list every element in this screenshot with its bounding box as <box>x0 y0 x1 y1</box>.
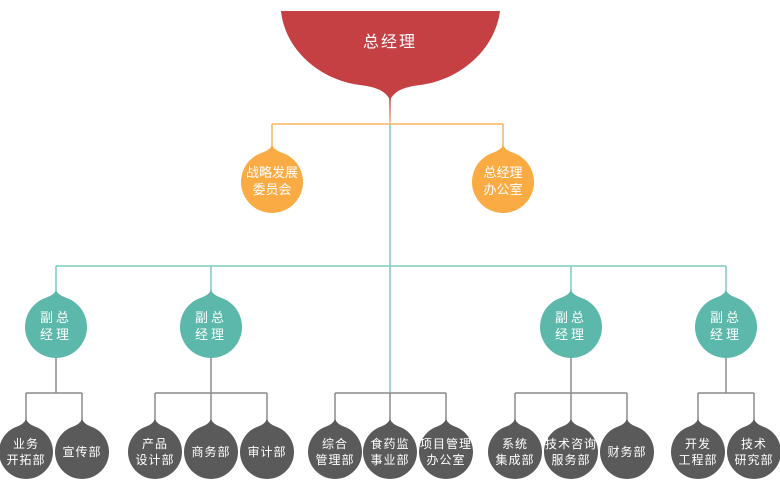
dept-node-shape <box>128 419 182 479</box>
staff-node-shape <box>240 145 303 213</box>
root-node-general-manager: 总经理 <box>330 30 450 54</box>
dept-node-line: 审计部 <box>247 445 287 459</box>
vice-node-deputy-manager: 副总经理 <box>543 307 599 347</box>
nodes <box>0 11 780 480</box>
dept-node: 财务部 <box>602 434 652 470</box>
vice-node-deputy-manager-line: 副总 <box>39 311 72 326</box>
dept-node-line: 研究部 <box>734 453 774 467</box>
root-node-general-manager-line: 总经理 <box>362 32 417 51</box>
dept-node-shape <box>670 419 725 479</box>
vice-node-deputy-manager-line: 经理 <box>554 328 587 343</box>
staff-node-line: 委员会 <box>252 183 292 198</box>
dept-node-shape <box>363 419 417 479</box>
dept-node: 宣传部 <box>57 434 107 470</box>
dept-node-shape <box>599 419 655 479</box>
dept-node-line: 食药监 <box>370 437 410 451</box>
vice-node-deputy-manager: 副总经理 <box>698 307 754 347</box>
dept-node-line: 管理部 <box>315 453 355 467</box>
dept-node-line: 集成部 <box>495 453 535 467</box>
dept-node-shape <box>184 419 238 479</box>
vice-node-deputy-manager-line: 副总 <box>709 311 742 326</box>
dept-node: 产品设计部 <box>130 434 180 470</box>
staff-node: 总经理办公室 <box>471 162 535 202</box>
dept-node-shape <box>0 419 53 480</box>
dept-node-line: 综合 <box>321 437 348 451</box>
dept-node-line: 办公室 <box>426 453 466 467</box>
dept-node-line: 工程部 <box>678 453 718 467</box>
vice-node-shape <box>24 290 87 358</box>
vice-node-deputy-manager: 副总经理 <box>28 307 84 347</box>
root-stem <box>389 96 391 124</box>
dept-node: 食药监事业部 <box>365 434 415 470</box>
staff-node-line: 办公室 <box>483 183 523 198</box>
dept-node-shape <box>487 419 542 479</box>
staff-node-line: 总经理 <box>483 166 523 181</box>
dept-node: 业务开拓部 <box>1 434 51 470</box>
dept-node-shape <box>727 419 780 480</box>
vice-node-deputy-manager-line: 副总 <box>194 311 227 326</box>
dept-node-shape <box>240 419 294 479</box>
staff-node-shape <box>471 145 534 213</box>
root-node-shape <box>281 11 500 100</box>
dept-node-line: 产品 <box>141 437 168 451</box>
connector-lines <box>25 96 755 421</box>
staff-node: 战略发展委员会 <box>240 162 304 202</box>
dept-node: 开发工程部 <box>673 434 723 470</box>
dept-node: 系统集成部 <box>490 434 540 470</box>
vice-node-deputy-manager-line: 经理 <box>39 328 72 343</box>
dept-node-line: 技术 <box>740 437 767 451</box>
dept-node: 技术研究部 <box>729 434 779 470</box>
dept-node: 项目管理办公室 <box>419 434 473 470</box>
dept-node-line: 商务部 <box>191 445 231 459</box>
dept-node-line: 项目管理 <box>419 437 472 451</box>
dept-node-shape <box>544 419 598 479</box>
dept-node-shape <box>418 419 474 479</box>
dept-node-line: 业务 <box>12 437 39 451</box>
dept-node-line: 设计部 <box>135 453 175 467</box>
dept-node: 商务部 <box>186 434 236 470</box>
dept-node-line: 宣传部 <box>62 445 102 459</box>
dept-node: 审计部 <box>242 434 292 470</box>
staff-node-line: 战略发展 <box>245 166 298 181</box>
vice-node-deputy-manager-line: 副总 <box>554 311 587 326</box>
vice-node-shape <box>695 290 757 358</box>
dept-node-shape <box>55 419 109 479</box>
dept-node-line: 服务部 <box>551 453 591 467</box>
vice-node-shape <box>180 290 242 359</box>
vice-node-shape <box>539 290 602 358</box>
dept-node-line: 开拓部 <box>6 453 46 467</box>
vice-node-deputy-manager-line: 经理 <box>709 328 742 343</box>
dept-node-line: 开发 <box>684 437 711 451</box>
dept-node-shape <box>308 419 362 479</box>
dept-node-line: 财务部 <box>607 445 647 459</box>
dept-node-line: 技术咨询 <box>544 437 597 451</box>
vice-node-deputy-manager: 副总经理 <box>183 307 239 347</box>
dept-node-line: 系统 <box>501 437 528 451</box>
dept-node: 技术咨询服务部 <box>544 434 598 470</box>
vice-node-deputy-manager-line: 经理 <box>194 328 227 343</box>
dept-node: 综合管理部 <box>310 434 360 470</box>
dept-node-line: 事业部 <box>370 453 410 467</box>
